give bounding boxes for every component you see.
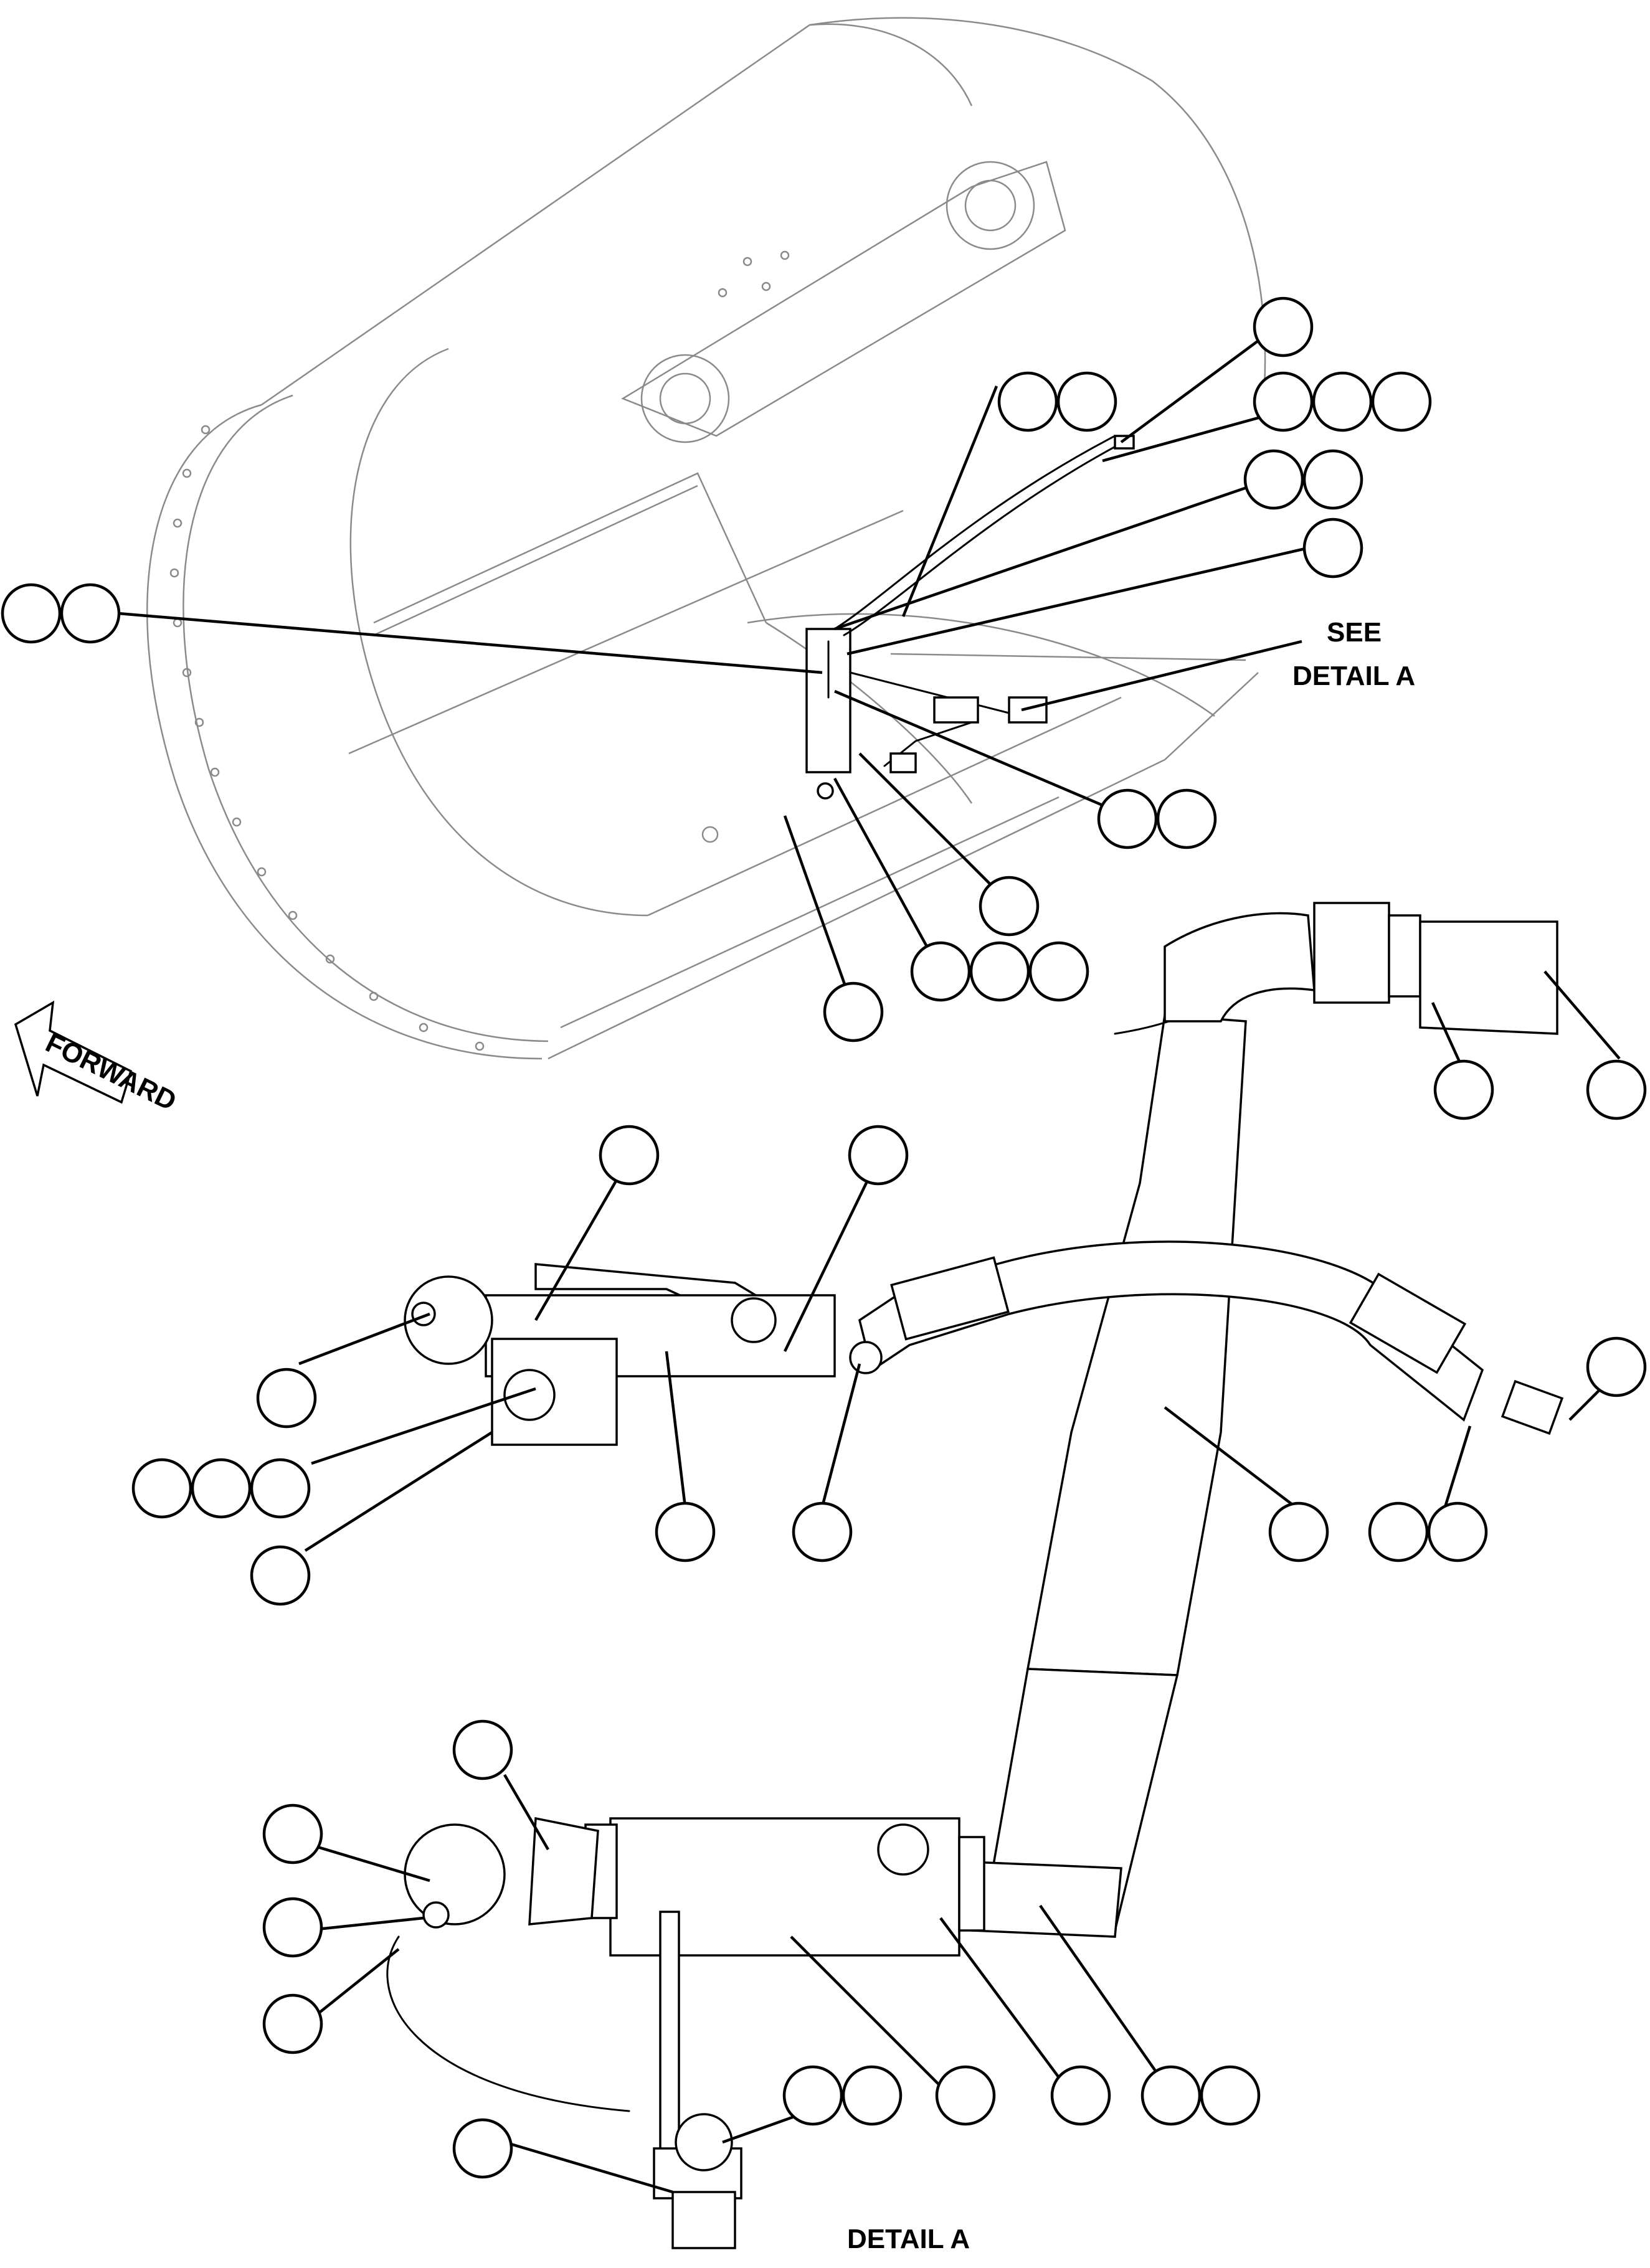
detail-a-caption: DETAIL A [847,2224,970,2254]
see-label: SEE [1327,617,1382,648]
callout-bubbles [1,296,1647,2179]
detail-a-reference: DETAIL A [1292,661,1415,691]
drain-bracket [805,435,1135,800]
detail-a-assembly [386,902,1564,2249]
forward-arrow: FORWARD [14,1000,181,1117]
leader-lines [118,326,1621,2194]
rivet-holes [169,250,790,1051]
fuselage-section [146,17,1266,1060]
